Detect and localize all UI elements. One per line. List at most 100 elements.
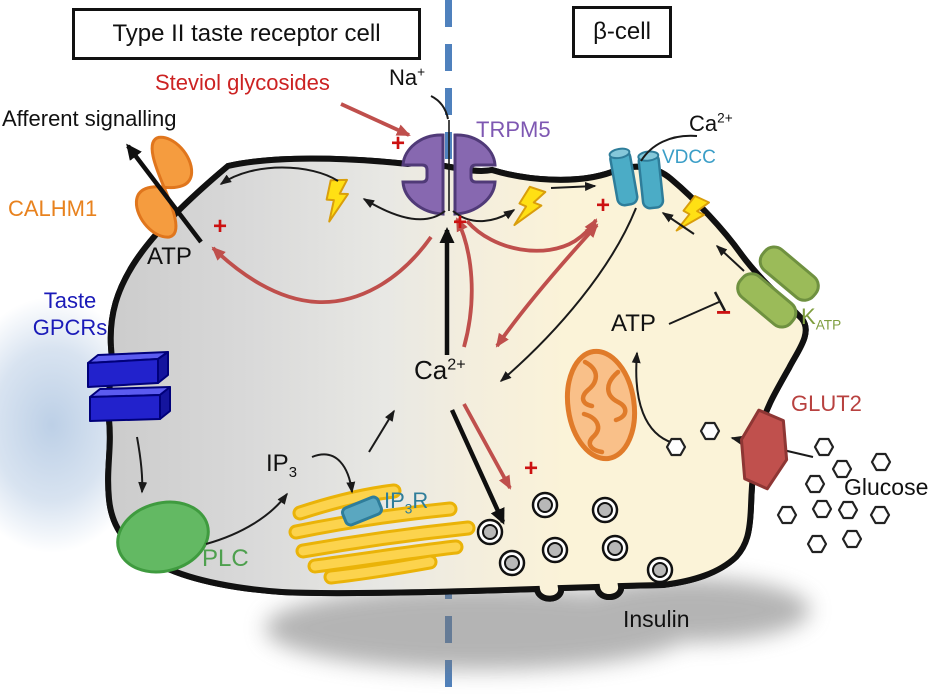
ca-sup: 2+ (447, 355, 466, 374)
ca-extracellular-label: Ca2+ (689, 110, 733, 136)
trpm5-to-right-bolt-arrow (452, 209, 516, 223)
vdcc-label: VDCC (662, 147, 716, 168)
vesicle (476, 518, 504, 546)
glucose-molecule-icon (665, 437, 687, 457)
lightning-icon (675, 195, 710, 232)
bolt-to-vdcc-arrow (550, 181, 597, 191)
na-sup: + (417, 64, 426, 80)
ip3r-sub: 3 (404, 501, 413, 517)
atp-afferent-arrow (126, 143, 203, 244)
plus-vesicles: + (524, 455, 539, 482)
ip3r-suffix: R (412, 488, 429, 513)
inhibition-tbar (713, 291, 727, 312)
glucose-molecule-icon (870, 452, 892, 472)
ip3-label: IP3 (266, 450, 297, 480)
ca-to-vesicles-arrow (449, 409, 506, 525)
calhm1-label: CALHM1 (8, 196, 98, 221)
taste-gpcrs-line1: Taste (43, 288, 97, 313)
plc-label: PLC (202, 545, 249, 572)
atp-taste-label: ATP (147, 243, 192, 270)
plc-to-ip3-arrow (205, 492, 288, 545)
right-cell-title: β-cell (572, 6, 672, 58)
ca-base: Ca (414, 355, 448, 385)
mitochondrion (564, 348, 638, 462)
glucose-molecule-icon (837, 500, 859, 520)
steviol-label: Steviol glycosides (155, 70, 330, 95)
taste-gpcrs-line2: GPCRs (32, 315, 108, 340)
katp-to-bolt-arrow (715, 244, 745, 272)
ca-sup: 2+ (717, 110, 733, 126)
red-potentiation-arrows (211, 102, 599, 490)
lightning-icon (513, 185, 547, 227)
black-signal-arrows (136, 95, 745, 545)
taste-gpcr-receptors (87, 351, 171, 422)
insulin-vesicles (476, 491, 674, 584)
glucose-molecule-icon (776, 505, 798, 525)
glucose-molecule-icon (841, 529, 863, 549)
glucose-molecule-icon (869, 505, 891, 525)
glucose-molecule-icon (831, 459, 853, 479)
taste-gpcrs-label: Taste GPCRs (14, 287, 126, 341)
glucose-molecule-icon (811, 499, 833, 519)
ca-potentiates-trpm5-arrow (455, 217, 474, 348)
cell-shadow (265, 578, 810, 670)
plus-vdcc: + (596, 192, 611, 219)
plc-enzyme (116, 500, 210, 574)
left-cell-title: Type II taste receptor cell (72, 8, 421, 60)
atp-inhibits-katp-line (668, 301, 720, 325)
vdcc-channel (608, 147, 665, 210)
er-to-ca-arrow (368, 409, 395, 453)
glucose-molecule-icon (806, 534, 828, 554)
ca-entry-line (640, 134, 698, 162)
ca-cytosol-label: Ca2+ (414, 355, 466, 385)
glut2-label: GLUT2 (791, 391, 862, 416)
trpm5-channel (401, 133, 497, 216)
katp-base: K (801, 304, 816, 329)
right-cell-title-text: β-cell (593, 18, 651, 45)
minus-katp: − (716, 297, 732, 327)
endoplasmic-reticulum (288, 483, 476, 585)
vesicle (498, 549, 526, 577)
katp-label: KATP (801, 304, 842, 333)
ca-potentiates-secretion-arrow (462, 403, 512, 490)
ip3-sub: 3 (288, 464, 297, 481)
na-entry-line (430, 95, 449, 120)
glucose-molecule-icon (804, 474, 826, 494)
gpcr-to-plc-arrow (136, 436, 148, 494)
bolt-to-calhm1-arrow (219, 166, 339, 185)
katp-sub: ATP (815, 317, 842, 333)
ip3-base: IP (266, 450, 289, 477)
ip3-to-ip3r-arrow (311, 453, 356, 494)
glucose-molecule-icon (813, 437, 835, 457)
afferent-signalling-label: Afferent signalling (2, 106, 177, 131)
calhm1-channel (134, 135, 194, 239)
depolarization-bolts (325, 178, 710, 232)
ip3r-label: IP3R (384, 488, 429, 517)
ip3-receptor (341, 495, 383, 527)
glucose-molecule-icon (699, 421, 721, 441)
trpm5-to-left-bolt-arrow (362, 198, 446, 221)
plus-atp: + (213, 213, 228, 240)
black-main-arrows (126, 143, 506, 525)
na-base: Na (389, 65, 418, 90)
bolt-to-vdcc-arrow-2 (661, 212, 695, 235)
vesicle (591, 496, 619, 524)
na-label: Na+ (389, 64, 426, 90)
cell-body (108, 159, 806, 599)
plus-steviol: + (391, 130, 406, 157)
ca-vdcc-double-arrow (495, 223, 599, 348)
glucose-to-atp-arrow (631, 351, 674, 444)
ca-base: Ca (689, 111, 718, 136)
left-cell-title-text: Type II taste receptor cell (112, 20, 381, 47)
glucose-label: Glucose (844, 474, 929, 500)
vesicle (646, 556, 674, 584)
katp-channel (736, 245, 820, 329)
glucose-molecules (665, 421, 892, 554)
atp-beta-label: ATP (611, 310, 656, 337)
vesicle (531, 491, 559, 519)
lightning-icon (325, 178, 349, 223)
trpm5-potentiates-atp-arrow (211, 235, 433, 304)
plus-trpm5: + (453, 209, 468, 236)
